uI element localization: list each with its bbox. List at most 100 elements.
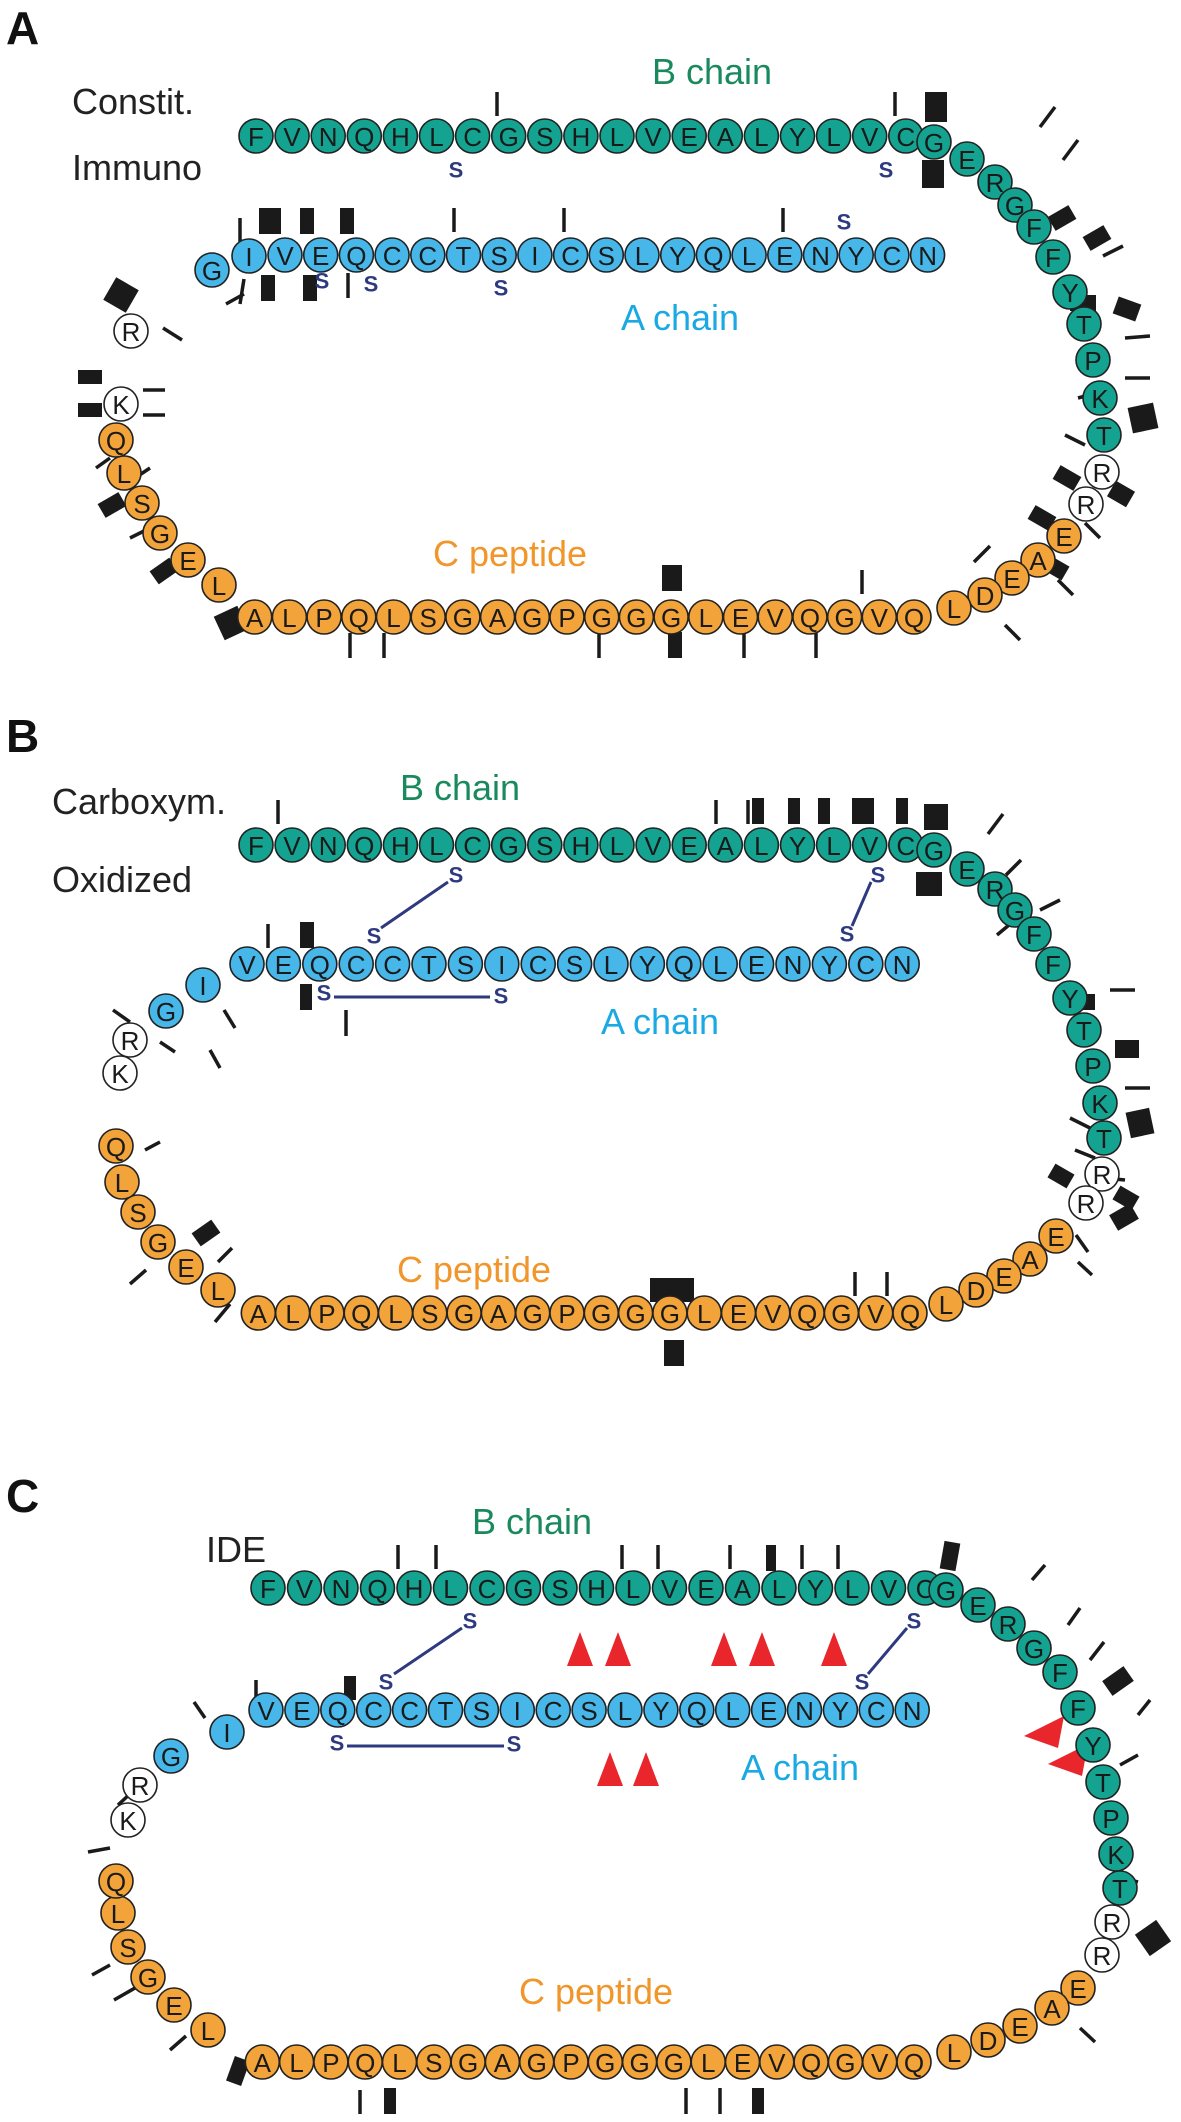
a-chain-residue: Q [695,237,732,273]
sulfur-label: S [494,984,509,1009]
residue-circle [1052,980,1088,1016]
residue-letter: C [896,831,915,861]
residue-letter: G [591,1299,611,1329]
c-peptide-residue: G [826,599,863,635]
residue-circle [851,118,888,154]
b-chain-residue: Y [779,827,816,863]
b-chain-residue: N [310,827,347,863]
residue-circle [1086,417,1122,453]
residue-letter: G [936,1576,956,1606]
b-chain-residue: G [490,118,527,154]
cleavage-tick [222,1009,237,1029]
a-chain-residue: I [185,967,221,1003]
residue-letter: S [129,1198,146,1228]
a-chain-residue: Y [643,1692,679,1728]
c-peptide-residue: L [271,599,308,635]
c-peptide-residue: A [1020,542,1056,578]
residue-letter: S [473,1696,490,1726]
b-chain-residue: L [418,118,455,154]
c-peptide-residue: E [1060,1970,1096,2006]
b-chain-residue: F [1035,239,1071,275]
residue-letter: E [748,950,765,980]
a-chain-residue: S [481,237,518,273]
b-chain-residue: V [851,827,888,863]
b-chain-residue: Q [359,1570,396,1606]
residue-letter: E [1047,1222,1064,1252]
residue-circle [815,827,852,863]
residue-letter: Q [687,1696,707,1726]
residue-letter: A [1043,1994,1061,2024]
residue-circle [98,422,134,458]
residue-letter: D [979,2026,998,2056]
residue-circle [578,1570,615,1606]
a-chain-residue: C [552,237,589,273]
residue-letter: E [730,1299,747,1329]
residue-letter: G [924,836,944,866]
sulfur-label: S [463,1609,478,1634]
a-chain-residue: E [738,946,775,982]
residue-circle [1075,1048,1111,1084]
residue-circle [323,1570,359,1606]
residue-letter: F [248,831,264,861]
residue-letter: N [795,1696,814,1726]
residue-letter: Q [800,603,820,633]
b-chain-residue: C [469,1570,505,1606]
residue-letter: C [896,122,915,152]
residue-letter: K [111,1059,129,1089]
residue-circle [110,1929,146,1965]
residue-letter: Q [801,2048,821,2078]
residue-letter: F [1045,950,1061,980]
residue-letter: G [1005,896,1025,926]
c-peptide-residue: S [415,2044,452,2080]
b-chain-residue: E [949,141,985,177]
cleavage-block [384,2088,396,2114]
a-chain-residue: C [355,1692,392,1728]
a-chain-residue: I [517,237,553,273]
residue-letter: Q [904,2048,924,2078]
residue-letter: P [1084,1052,1101,1082]
residue-circle [267,237,303,273]
row-label-constitutive: Constit. [72,81,194,122]
b-chain-residue: C [887,827,924,863]
c-peptide-residue: G [445,599,481,635]
residue-letter: H [405,1574,424,1604]
residue-letter: Y [669,241,686,271]
cleavage-tick [1030,1563,1047,1582]
residue-circle [469,1570,505,1606]
cleavage-tick [1039,898,1061,912]
residue-circle [418,827,455,863]
c-peptide-residue: E [156,1987,192,2023]
residue-letter: L [635,241,649,271]
residue-circle [190,2012,226,2048]
residue-circle [986,1258,1022,1294]
residue-letter: Q [106,426,126,456]
c-peptide-label: C peptide [519,1971,673,2012]
a-chain-residue: T [427,1692,464,1728]
residue-letter: R [986,875,1005,905]
a-chain-residue: L [702,946,739,982]
a-chain-residue: L [731,237,767,273]
b-chain-residue: G [505,1570,542,1606]
sulfur-label: S [379,1670,394,1695]
cleavage-block [1082,225,1112,251]
residue-letter: G [522,603,542,633]
residue-circle [103,386,139,422]
cleavage-tick [111,1008,132,1024]
residue-letter: G [625,1299,645,1329]
residue-circle [994,560,1030,596]
c-peptide-residue: A [479,599,516,635]
linker-residue: R [1094,1904,1130,1940]
residue-letter: C [463,122,482,152]
residue-letter: C [856,950,875,980]
a-chain-residue: Q [665,946,702,982]
residue-letter: V [861,122,879,152]
residue-letter: Q [355,2048,375,2078]
residue-letter: S [133,489,150,519]
residue-circle [635,118,671,154]
c-peptide-residue: G [621,2044,658,2080]
cleavage-block [662,565,682,591]
residue-letter: N [811,241,830,271]
cleavage-tick [1076,1260,1094,1277]
cleavage-block [939,1540,961,1572]
residue-letter: E [969,1591,986,1621]
